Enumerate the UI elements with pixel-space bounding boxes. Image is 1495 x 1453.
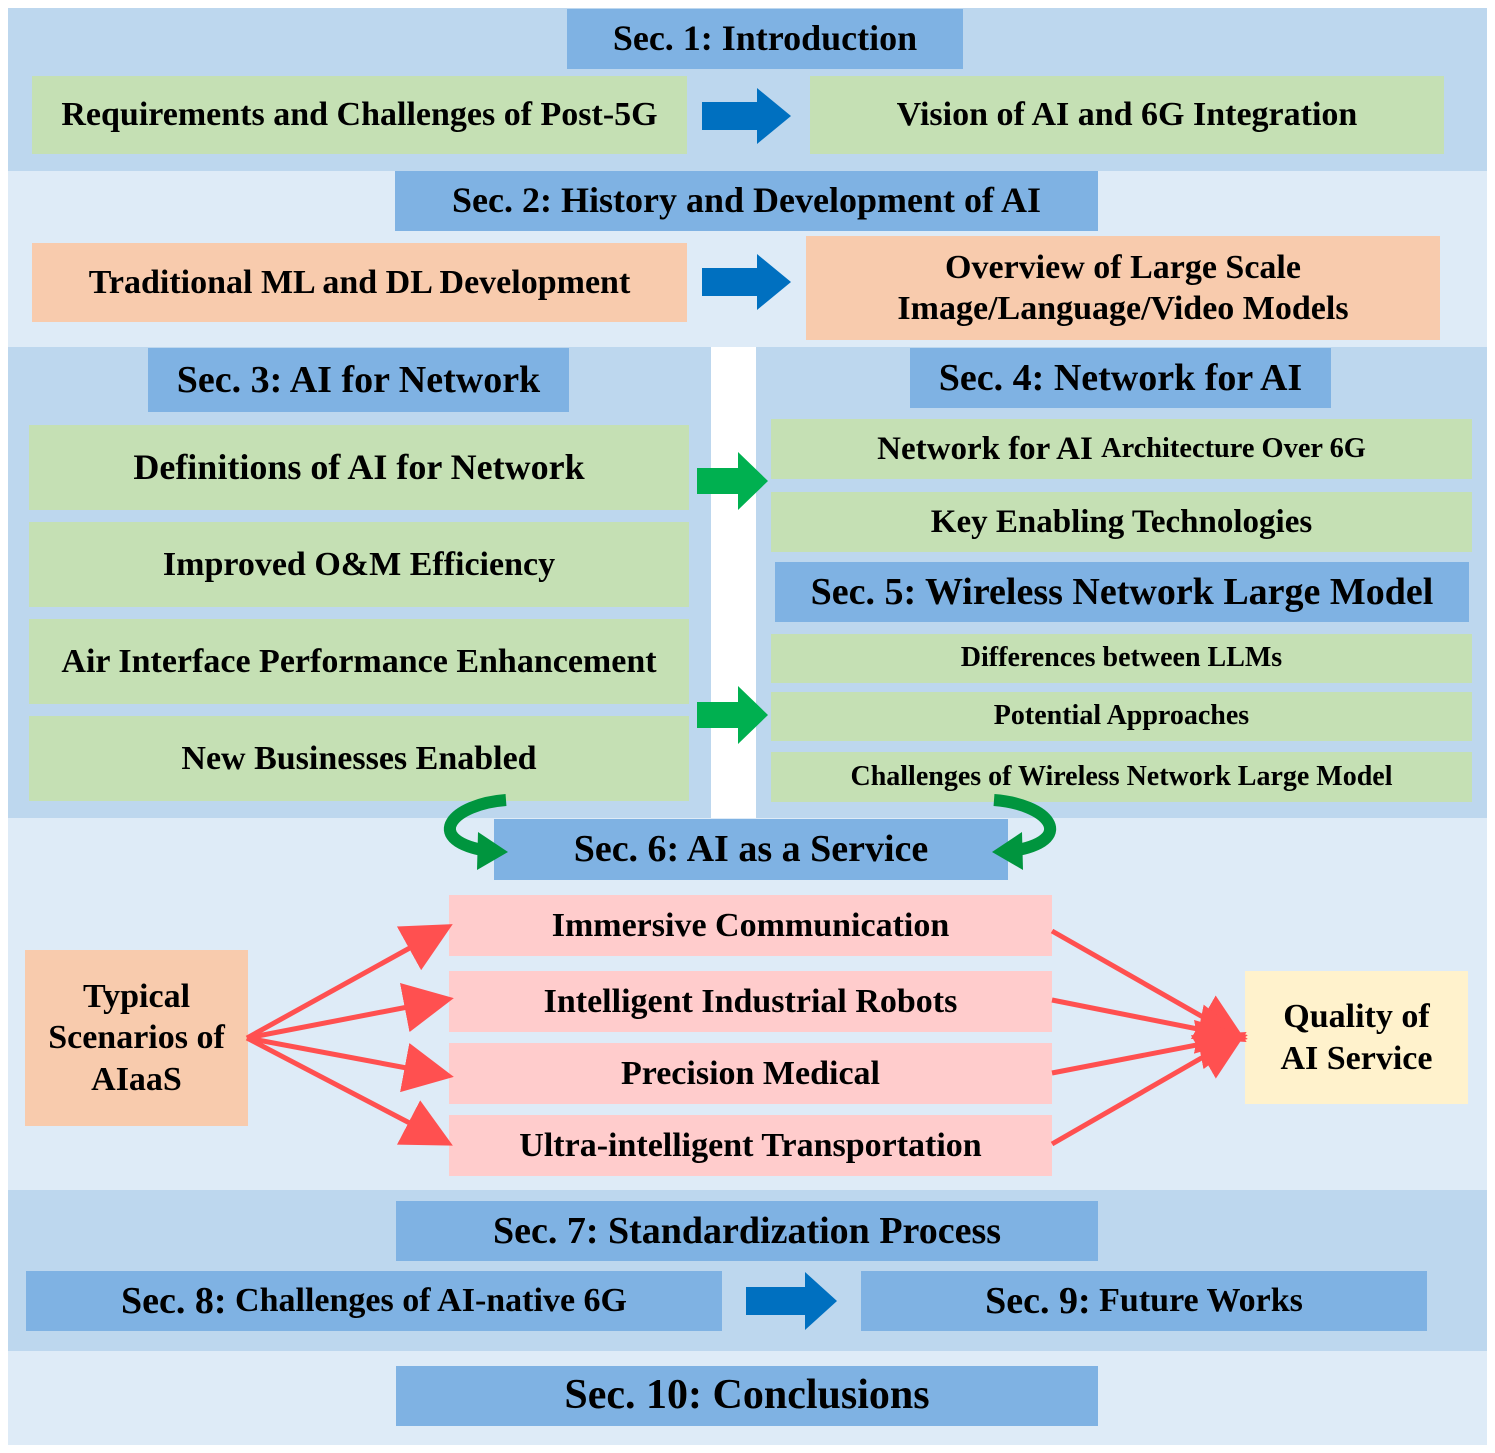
sec9-title: Future Works <box>1099 1282 1303 1320</box>
sec4-architecture-small: Architecture Over 6G <box>1101 432 1366 464</box>
sec3-new-businesses-box: New Businesses Enabled <box>29 716 689 801</box>
sec6-source-line3: AIaaS <box>91 1060 182 1098</box>
sec6-aiaas-source-box: Typical Scenarios of AIaaS <box>25 950 248 1126</box>
sec5-challenges-box: Challenges of Wireless Network Large Mod… <box>771 752 1472 802</box>
sec4-header: Sec. 4: Network for AI <box>910 348 1331 408</box>
sec10-header: Sec. 10: Conclusions <box>396 1366 1098 1426</box>
sec2-large-models-line2: Image/Language/Video Models <box>897 290 1349 327</box>
sec6-quality-line2: AI Service <box>1280 1039 1433 1077</box>
sec3-definitions-box: Definitions of AI for Network <box>29 425 689 510</box>
sec2-large-models-box: Overview of Large Scale Image/Language/V… <box>806 236 1440 340</box>
sec8-prefix: Sec. 8: <box>121 1279 227 1322</box>
sec9-prefix: Sec. 9: <box>985 1279 1091 1322</box>
sec8-box: Sec. 8: Challenges of AI-native 6G <box>26 1271 722 1331</box>
sec6-scenario-immersive: Immersive Communication <box>449 895 1052 956</box>
sec4-architecture-main: Network for AI <box>877 430 1093 467</box>
sec6-source-line2: Scenarios of <box>48 1019 225 1057</box>
sec2-traditional-ml-box: Traditional ML and DL Development <box>32 243 687 322</box>
sec3-om-efficiency-box: Improved O&M Efficiency <box>29 522 689 607</box>
sec9-box: Sec. 9: Future Works <box>861 1271 1427 1331</box>
sec6-header: Sec. 6: AI as a Service <box>494 819 1008 880</box>
sec6-scenario-medical: Precision Medical <box>449 1043 1052 1104</box>
sec6-scenario-transportation: Ultra-intelligent Transportation <box>449 1115 1052 1176</box>
sec4-architecture-box: Network for AI Architecture Over 6G <box>771 419 1472 479</box>
sec6-quality-line1: Quality of <box>1283 998 1430 1036</box>
sec6-source-line1: Typical <box>82 977 191 1015</box>
sec2-header: Sec. 2: History and Development of AI <box>395 171 1098 231</box>
sec1-vision-box: Vision of AI and 6G Integration <box>810 76 1444 154</box>
sec1-header: Sec. 1: Introduction <box>567 9 963 69</box>
sec4-enabling-tech-box: Key Enabling Technologies <box>771 492 1472 552</box>
sec5-differences-box: Differences between LLMs <box>771 634 1472 683</box>
sec7-header: Sec. 7: Standardization Process <box>396 1201 1098 1261</box>
sec6-scenario-robots: Intelligent Industrial Robots <box>449 971 1052 1032</box>
sec6-quality-box: Quality of AI Service <box>1245 971 1468 1104</box>
sec1-requirements-box: Requirements and Challenges of Post-5G <box>32 76 687 154</box>
sec5-approaches-box: Potential Approaches <box>771 692 1472 741</box>
sec3-header: Sec. 3: AI for Network <box>148 348 569 412</box>
sec8-title: Challenges of AI-native 6G <box>235 1282 627 1320</box>
sec2-large-models-line1: Overview of Large Scale <box>945 248 1301 286</box>
sec5-header: Sec. 5: Wireless Network Large Model <box>775 562 1469 622</box>
sec3-air-interface-box: Air Interface Performance Enhancement <box>29 619 689 704</box>
